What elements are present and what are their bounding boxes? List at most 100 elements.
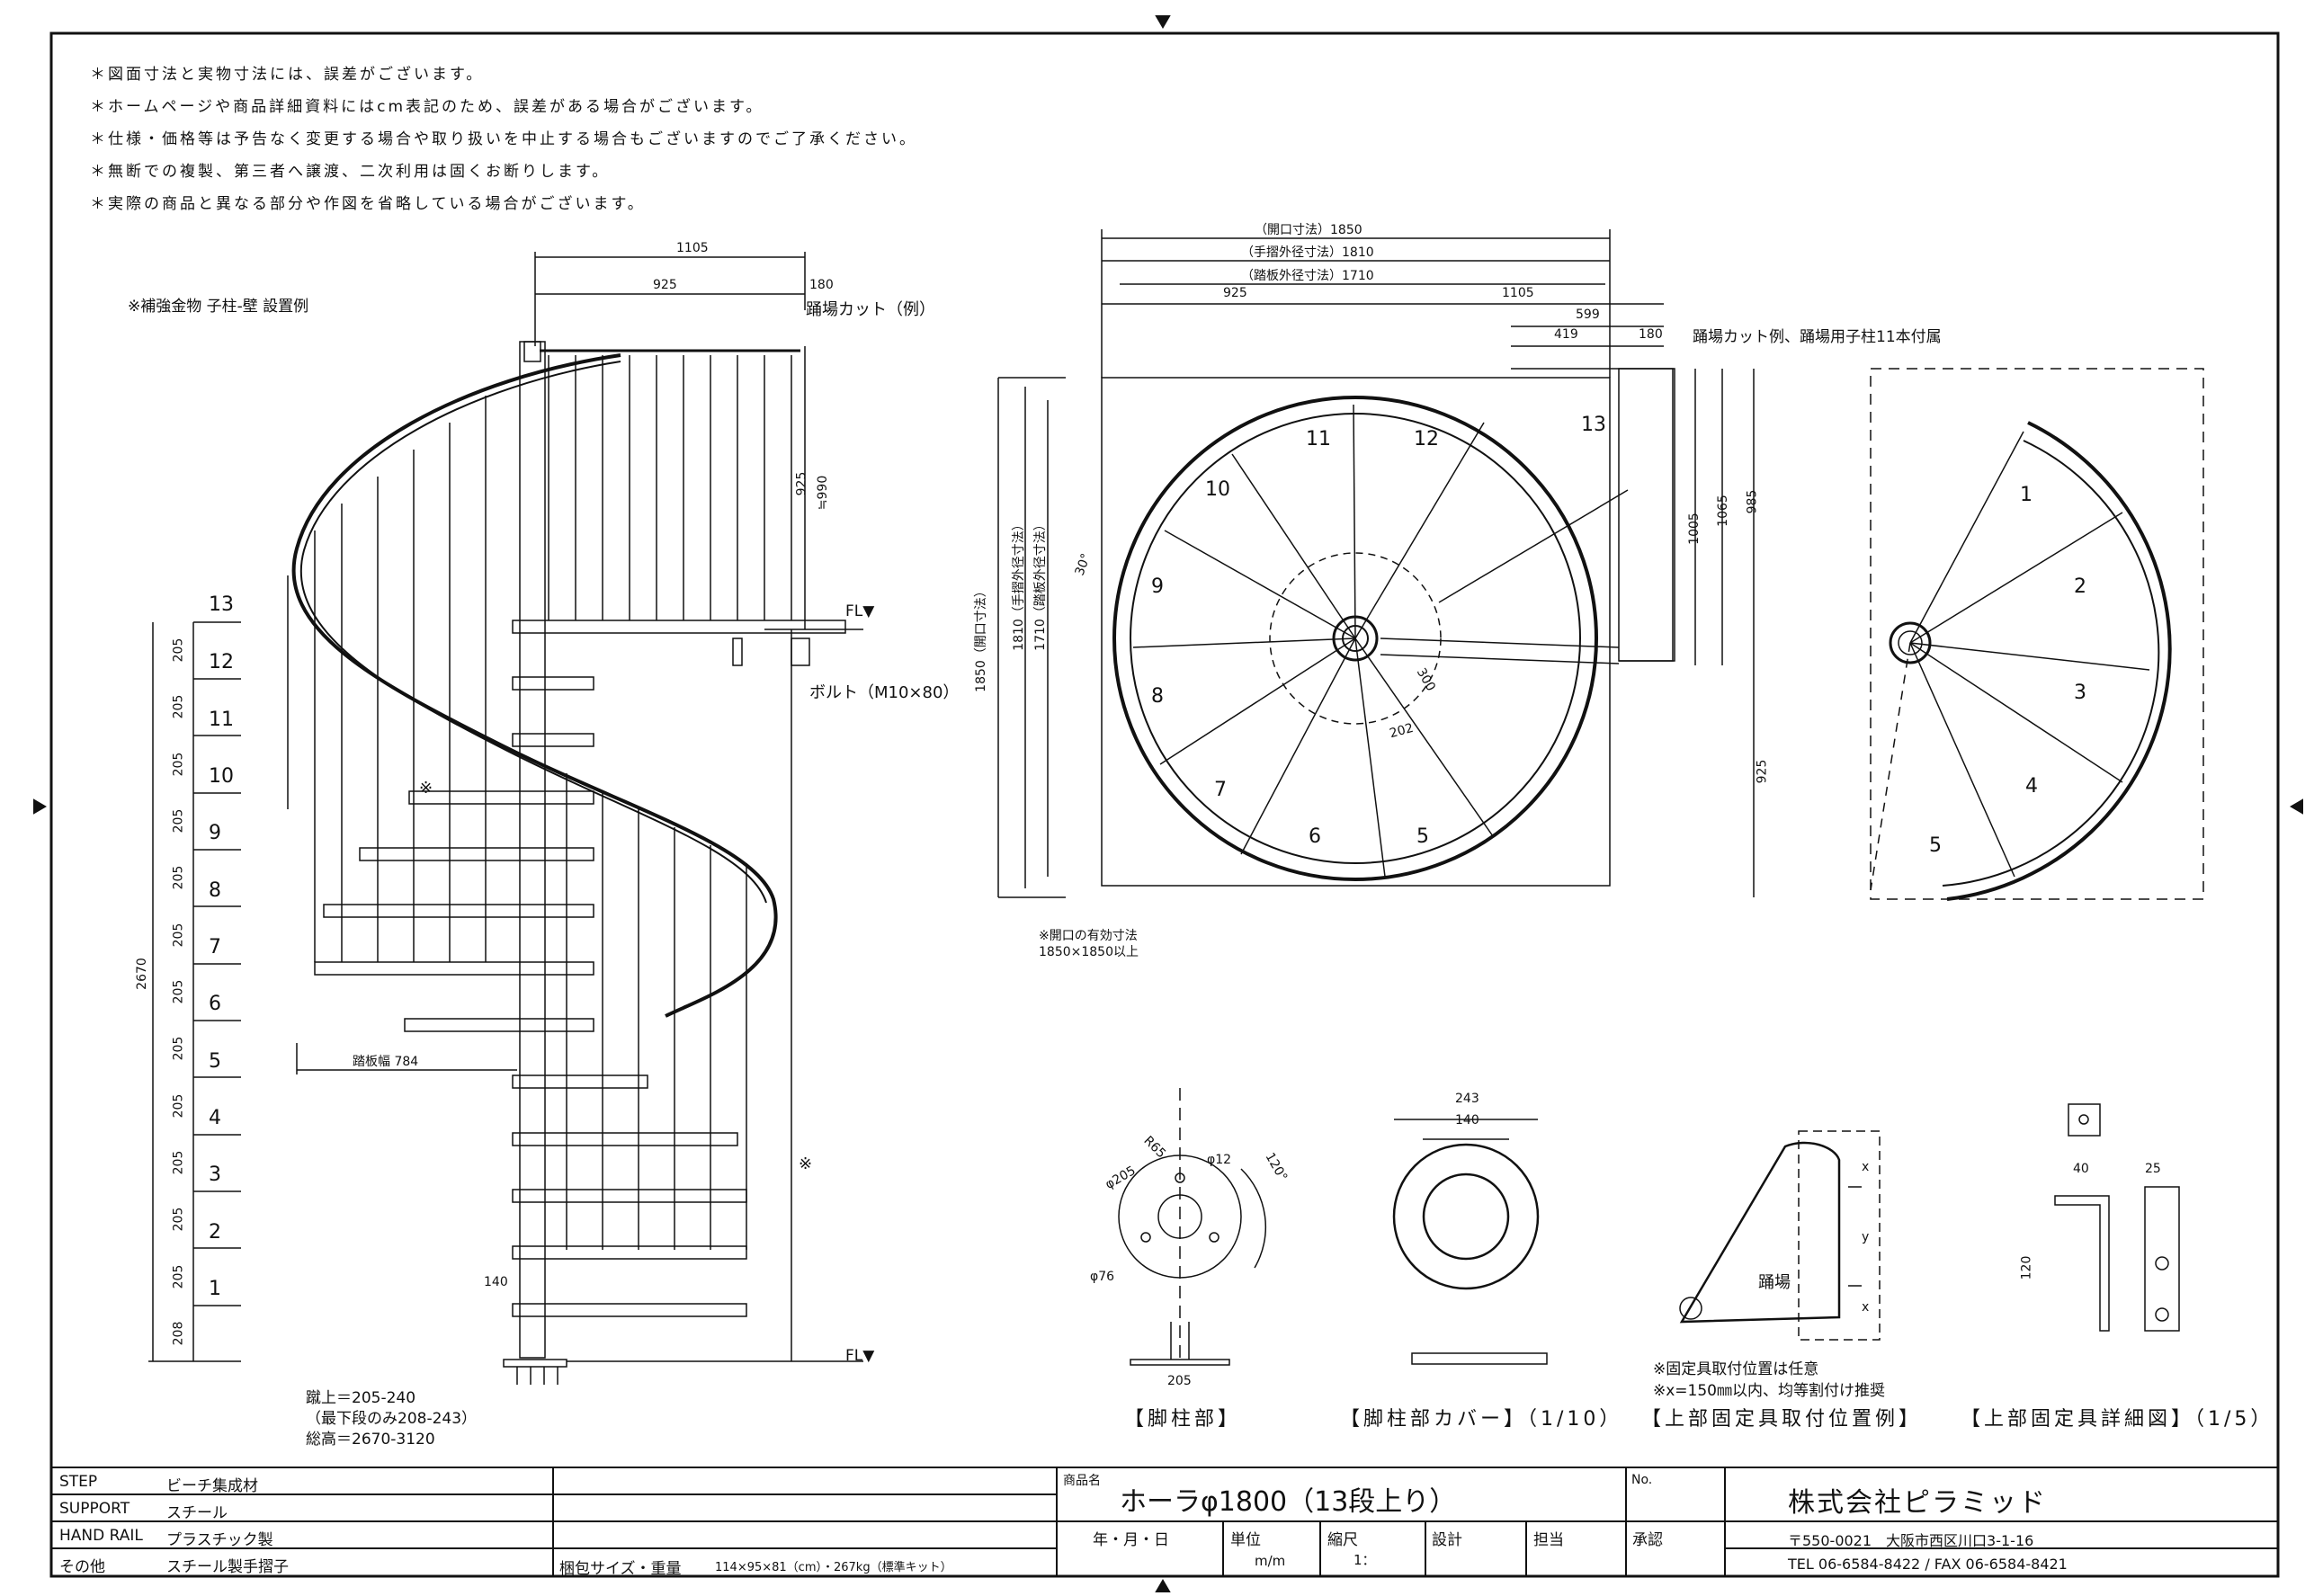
- note-3: ＊仕様・価格等は予告なく変更する場合や取り扱いを中止する場合もございますのでご了…: [90, 130, 917, 148]
- spec-value-step: ビーチ集成材: [166, 1477, 258, 1495]
- spec-value-other: スチール製手摺子: [166, 1558, 289, 1576]
- plan-v-handrail: 1810（手摺外径寸法）: [1011, 518, 1026, 651]
- spec-label-handrail: HAND RAIL: [59, 1527, 143, 1545]
- note-5: ＊実際の商品と異なる部分や作図を省略している場合がございます。: [90, 195, 646, 213]
- title-base: 【脚柱部】: [1124, 1408, 1242, 1431]
- center-mark-top: [1155, 15, 1171, 29]
- rise-value: 205: [171, 752, 186, 777]
- reinforce-note: ※補強金物 子柱-壁 設置例: [128, 298, 309, 316]
- step-number-5: 5: [209, 1050, 221, 1073]
- bolt-label: ボルト（M10×80）: [809, 683, 960, 702]
- tread-width-label: 踏板幅 784: [353, 1055, 419, 1069]
- pack-label: 梱包サイズ・重量: [559, 1560, 682, 1578]
- right-plan-step-4: 4: [2025, 775, 2038, 798]
- plan-v-opening: 1850（開口寸法）: [973, 584, 988, 692]
- plan-step-9: 9: [1151, 575, 1164, 598]
- plan-step-5: 5: [1416, 825, 1429, 848]
- fl-label-bottom: FL▼: [845, 1347, 875, 1365]
- plan-step-7: 7: [1214, 779, 1227, 801]
- detail-dim-243: 243: [1455, 1092, 1479, 1106]
- product-name: ホーラφ1800（13段上り）: [1120, 1486, 1457, 1518]
- step-number-9: 9: [209, 822, 221, 844]
- step-number-6: 6: [209, 993, 221, 1015]
- rise-value: 205: [171, 865, 186, 890]
- plan-step-10: 10: [1205, 478, 1230, 501]
- title-fix-detail: 【上部固定具詳細図】（1/5）: [1961, 1408, 2274, 1431]
- side-dim-925: 925: [653, 278, 677, 292]
- total-height: 2670: [134, 958, 149, 990]
- rise-value: 205: [171, 923, 186, 948]
- right-plan-step-2: 2: [2074, 575, 2086, 598]
- company-name: 株式会社ピラミッド: [1788, 1487, 2047, 1519]
- spec-value-handrail: プラスチック製: [166, 1531, 273, 1549]
- fix-note-1: ※固定具取付位置は任意: [1653, 1360, 1819, 1378]
- rise-value: 208: [171, 1321, 186, 1346]
- right-plan-step-3: 3: [2074, 682, 2086, 704]
- no-label: No.: [1631, 1473, 1653, 1487]
- plan-dim-925v: 925: [1755, 759, 1770, 784]
- scale-label: 縮尺: [1327, 1531, 1358, 1549]
- note-4: ＊無断での複製、第三者へ譲渡、二次利用は固くお断りします。: [90, 163, 611, 181]
- plan-dim-599: 599: [1576, 308, 1600, 322]
- step-number-13: 13: [209, 593, 234, 616]
- detail-dim-40: 40: [2073, 1162, 2089, 1176]
- charge-label: 担当: [1533, 1531, 1564, 1549]
- side-view: [148, 252, 863, 1385]
- spec-label-support: SUPPORT: [59, 1500, 130, 1518]
- plan-dim-1065: 1065: [1715, 495, 1730, 527]
- detail-d76: φ76: [1090, 1270, 1115, 1284]
- step-number-8: 8: [209, 879, 221, 902]
- side-dim-180: 180: [809, 278, 834, 292]
- plan-dim-925: 925: [1223, 286, 1247, 300]
- unit-value: m/m: [1255, 1553, 1286, 1569]
- plan-step-11: 11: [1306, 428, 1331, 450]
- opening-note-1: ※開口の有効寸法: [1039, 929, 1138, 943]
- plan-view: [997, 229, 2204, 901]
- unit-label: 単位: [1230, 1531, 1261, 1549]
- opening-note-2: 1850×1850以上: [1039, 945, 1139, 959]
- side-dim-925v: 925: [794, 471, 809, 496]
- rise-note-3: 総高＝2670-3120: [306, 1431, 435, 1449]
- step-number-11: 11: [209, 709, 234, 731]
- note-1: ＊図面寸法と実物寸法には、誤差がございます。: [90, 66, 485, 84]
- step-number-4: 4: [209, 1107, 221, 1129]
- plan-dim-180: 180: [1639, 327, 1663, 342]
- detail-landing: 踊場: [1758, 1273, 1791, 1292]
- plan-step-6: 6: [1309, 825, 1321, 848]
- product-label: 商品名: [1063, 1474, 1101, 1488]
- plan-dim-1105: 1105: [1502, 286, 1534, 300]
- plan-step-8: 8: [1151, 685, 1164, 708]
- step-number-3: 3: [209, 1164, 221, 1186]
- side-dim-140: 140: [484, 1275, 508, 1289]
- design-label: 設計: [1432, 1531, 1462, 1549]
- rise-value: 205: [171, 1093, 186, 1119]
- detail-dim-140: 140: [1455, 1113, 1479, 1128]
- rise-note-2: （最下段のみ208-243）: [306, 1410, 478, 1428]
- rise-value: 205: [171, 1150, 186, 1175]
- spec-label-other: その他: [59, 1558, 105, 1576]
- detail-dim-120: 120: [2019, 1255, 2034, 1280]
- right-plan-step-1: 1: [2020, 484, 2033, 506]
- spec-label-step: STEP: [59, 1473, 98, 1491]
- rise-value: 205: [171, 638, 186, 663]
- plan-handrail-dim: （手摺外径寸法）1810: [1241, 245, 1374, 260]
- plan-opening-dim: （開口寸法）1850: [1255, 223, 1362, 237]
- side-dim-990: ≒990: [816, 475, 831, 511]
- rise-value: 205: [171, 979, 186, 1004]
- center-mark-left: [33, 798, 47, 815]
- right-plan-step-5: 5: [1929, 834, 1942, 857]
- side-dim-1105: 1105: [676, 241, 709, 255]
- scale-value: 1：: [1354, 1552, 1376, 1568]
- plan-v-tread: 1710（踏板外径寸法）: [1032, 518, 1048, 651]
- asterisk-mark-1: ※: [419, 779, 433, 798]
- company-tel: TEL 06-6584-8422 / FAX 06-6584-8421: [1788, 1556, 2068, 1573]
- approve-label: 承認: [1632, 1531, 1663, 1549]
- fix-note-2: ※x=150㎜以内、均等割付け推奨: [1653, 1382, 1885, 1400]
- title-fix: 【上部固定具取付位置例】: [1641, 1408, 1923, 1431]
- plan-step-13: 13: [1581, 414, 1606, 436]
- plan-dim-419: 419: [1554, 327, 1578, 342]
- detail-d12: φ12: [1207, 1153, 1232, 1167]
- rise-value: 205: [171, 1036, 186, 1061]
- rise-value: 205: [171, 1264, 186, 1289]
